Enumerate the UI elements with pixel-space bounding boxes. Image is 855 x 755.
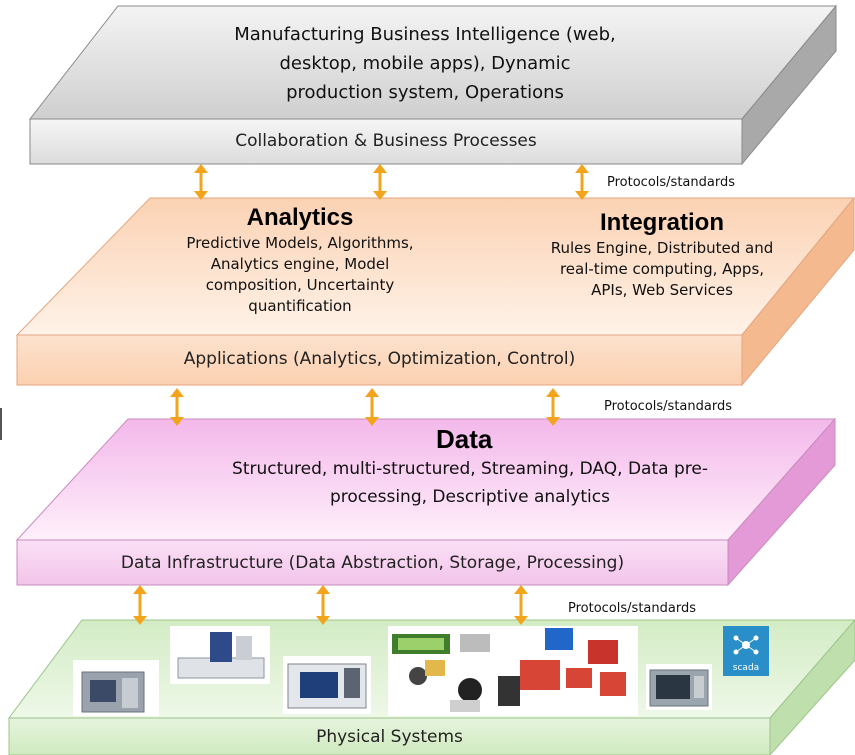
applications-layer xyxy=(15,196,855,387)
double-arrow-icon xyxy=(194,164,208,200)
analytics-line: Analytics engine, Model xyxy=(210,255,390,273)
analytics-line: composition, Uncertainty xyxy=(205,276,395,294)
analytics-line: quantification xyxy=(248,297,352,315)
business-line: desktop, mobile apps), Dynamic xyxy=(279,53,571,74)
double-arrow-icon xyxy=(365,388,379,426)
double-arrow-icon xyxy=(546,388,560,426)
data-line: Structured, multi-structured, Streaming,… xyxy=(232,459,708,479)
integration-block: Integration Rules Engine, Distributed an… xyxy=(522,208,802,301)
electronic-components-image xyxy=(388,626,638,716)
integration-line: APIs, Web Services xyxy=(591,281,733,299)
business-line: Manufacturing Business Intelligence (web… xyxy=(234,24,616,45)
business-line: production system, Operations xyxy=(286,82,564,103)
integration-heading: Integration xyxy=(600,209,724,236)
cnc-lathe-image xyxy=(283,656,371,714)
data-heading: Data xyxy=(436,424,493,454)
double-arrow-icon xyxy=(170,388,184,426)
data-layer xyxy=(15,417,837,587)
double-arrow-icon xyxy=(316,585,330,625)
arrows xyxy=(133,164,589,625)
analytics-block: Analytics Predictive Models, Algorithms,… xyxy=(160,203,440,317)
protocols-label: Protocols/standards xyxy=(568,601,696,616)
data-front-label: Data Infrastructure (Data Abstraction, S… xyxy=(120,553,625,573)
protocols-label: Protocols/standards xyxy=(604,399,732,414)
integration-line: Rules Engine, Distributed and xyxy=(550,239,774,257)
hmi-panel-image xyxy=(646,664,712,710)
analytics-line: Predictive Models, Algorithms, xyxy=(186,234,414,252)
business-layer xyxy=(28,4,838,166)
scada-logo: scada xyxy=(723,626,769,676)
scada-label: scada xyxy=(733,663,759,673)
double-arrow-icon xyxy=(514,585,528,625)
protocols-label: Protocols/standards xyxy=(607,175,735,190)
data-block: Data Structured, multi-structured, Strea… xyxy=(170,423,770,511)
double-arrow-icon xyxy=(133,585,147,625)
cnc-gantry-machine-image xyxy=(170,626,270,684)
industrial-machine-image xyxy=(73,660,159,716)
business-front-label: Collaboration & Business Processes xyxy=(235,131,537,151)
business-description: Manufacturing Business Intelligence (web… xyxy=(215,20,635,107)
double-arrow-icon xyxy=(575,164,589,200)
data-line: processing, Descriptive analytics xyxy=(330,487,610,507)
edge-marker xyxy=(0,408,2,440)
analytics-heading: Analytics xyxy=(246,204,354,231)
double-arrow-icon xyxy=(373,164,387,200)
applications-front-label: Applications (Analytics, Optimization, C… xyxy=(183,349,576,369)
integration-line: real-time computing, Apps, xyxy=(559,260,765,278)
physical-front-label: Physical Systems xyxy=(316,727,463,747)
